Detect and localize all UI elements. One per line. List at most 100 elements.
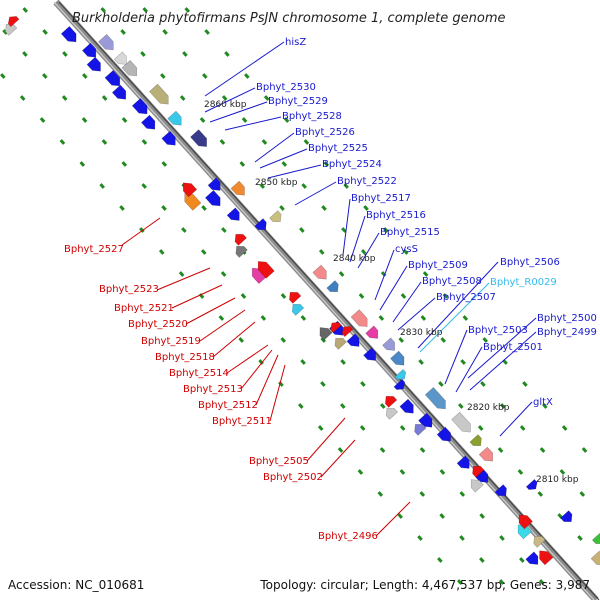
gene-label[interactable]: Bphyt_2530 [256,82,316,93]
gene-label[interactable]: Bphyt_2516 [366,210,426,221]
gene-arrow[interactable] [591,532,600,548]
gene-arrow[interactable] [350,309,371,331]
gene-label[interactable]: Bphyt_2524 [322,159,382,170]
gene-label[interactable]: Bphyt_2526 [295,127,355,138]
gene-arrow[interactable] [232,231,247,246]
gene-label[interactable]: Bphyt_2511 [212,416,272,427]
gene-arrow[interactable] [326,280,342,296]
gene-arrow[interactable] [104,69,124,89]
gene-label[interactable]: Bphyt_2517 [351,193,411,204]
gene-arrow[interactable] [393,378,408,392]
gene-label[interactable]: gltX [533,397,553,408]
gene-label[interactable]: Bphyt_2512 [198,400,258,411]
gene-label[interactable]: Bphyt_2499 [537,327,597,338]
gene-label[interactable]: Bphyt_2502 [263,472,323,483]
gene-arrow[interactable] [149,83,172,108]
gene-arrow[interactable] [363,347,380,364]
gene-arrow[interactable] [394,368,409,382]
gene-label[interactable]: Bphyt_2507 [436,292,496,303]
gene-arrow[interactable] [60,25,80,45]
gene-arrow[interactable] [530,533,546,548]
gene-arrow[interactable] [382,393,398,408]
gene-arrow[interactable] [179,179,198,198]
gene-label[interactable]: Bphyt_2521 [114,303,174,314]
rna-label[interactable]: Bphyt_R0029 [490,277,557,288]
gene-label[interactable]: Bphyt_2500 [537,313,597,324]
gene-arrow[interactable] [456,455,473,472]
gene-label[interactable]: hisZ [285,37,306,48]
gene-arrow[interactable] [121,59,141,79]
gene-arrow[interactable] [86,56,105,75]
gene-arrow[interactable] [383,405,399,420]
gene-arrow[interactable] [365,325,382,342]
gene-arrow[interactable] [286,289,302,304]
gene-arrow[interactable] [525,551,542,568]
gene-label[interactable]: Bphyt_2525 [308,143,368,154]
gene-label[interactable]: Bphyt_2528 [282,111,342,122]
gene-label[interactable]: Bphyt_2520 [128,319,188,330]
gene-label[interactable]: Bphyt_2501 [483,342,543,353]
gene-arrow[interactable] [254,218,270,234]
gene-arrow[interactable] [113,51,130,68]
gene-arrow[interactable] [494,484,510,500]
gene-arrow[interactable] [399,398,418,417]
gene-arrow[interactable] [269,210,285,226]
gene-arrow[interactable] [514,521,532,540]
gene-label[interactable]: Bphyt_2503 [468,325,528,336]
gene-arrow[interactable] [81,42,100,61]
gene-label[interactable]: Bphyt_2515 [380,227,440,238]
gene-arrow[interactable] [590,550,600,569]
gene-arrow[interactable] [207,177,224,194]
gene-arrow[interactable] [190,129,211,151]
gene-label[interactable]: Bphyt_2522 [337,176,397,187]
gene-arrow[interactable] [478,446,497,465]
gene-label[interactable]: cysS [395,244,418,255]
gene-arrow[interactable] [140,114,159,133]
gene-arrow[interactable] [230,180,249,199]
gene-arrow[interactable] [204,189,224,209]
gene-arrow[interactable] [515,511,533,530]
gene-arrow[interactable] [469,463,485,478]
gene-arrow[interactable] [254,258,275,279]
gene-arrow[interactable] [411,421,427,436]
gene-arrow[interactable] [424,386,449,412]
gene-arrow[interactable] [525,478,540,492]
gene-arrow[interactable] [535,547,554,566]
gene-arrow[interactable] [161,130,180,149]
gene-arrow[interactable] [560,510,576,526]
gene-arrow[interactable] [2,21,18,36]
gene-arrow[interactable] [5,13,20,28]
gene-arrow[interactable] [436,426,455,445]
gene-label[interactable]: Bphyt_2529 [268,96,328,107]
gene-label[interactable]: Bphyt_2496 [318,531,378,542]
gene-arrow[interactable] [328,319,342,334]
gene-label[interactable]: Bphyt_2505 [249,456,309,467]
gene-arrow[interactable] [339,323,354,338]
gene-arrow[interactable] [181,190,202,211]
gene-label[interactable]: Bphyt_2509 [408,260,468,271]
gene-arrow[interactable] [382,337,399,354]
gene-label[interactable]: Bphyt_2513 [183,384,243,395]
gene-arrow[interactable] [390,350,409,369]
gene-arrow[interactable] [467,476,484,493]
gene-label[interactable]: Bphyt_2514 [169,368,229,379]
gene-arrow[interactable] [469,434,485,450]
gene-arrow[interactable] [332,335,347,350]
gene-arrow[interactable] [316,324,333,341]
gene-arrow[interactable] [111,84,130,103]
gene-arrow[interactable] [167,110,186,129]
gene-arrow[interactable] [312,264,331,283]
gene-arrow[interactable] [346,333,363,350]
gene-arrow[interactable] [418,412,436,431]
gene-arrow[interactable] [289,301,305,316]
gene-label[interactable]: Bphyt_2518 [155,352,215,363]
gene-arrow[interactable] [451,411,475,436]
gene-arrow[interactable] [98,33,117,53]
gene-arrow[interactable] [233,243,248,258]
gene-label[interactable]: Bphyt_2523 [99,284,159,295]
gene-arrow[interactable] [131,97,151,117]
gene-label[interactable]: Bphyt_2527 [64,244,124,255]
gene-label[interactable]: Bphyt_2508 [422,276,482,287]
gene-label[interactable]: Bphyt_2506 [500,257,560,268]
gene-arrow[interactable] [226,207,243,224]
